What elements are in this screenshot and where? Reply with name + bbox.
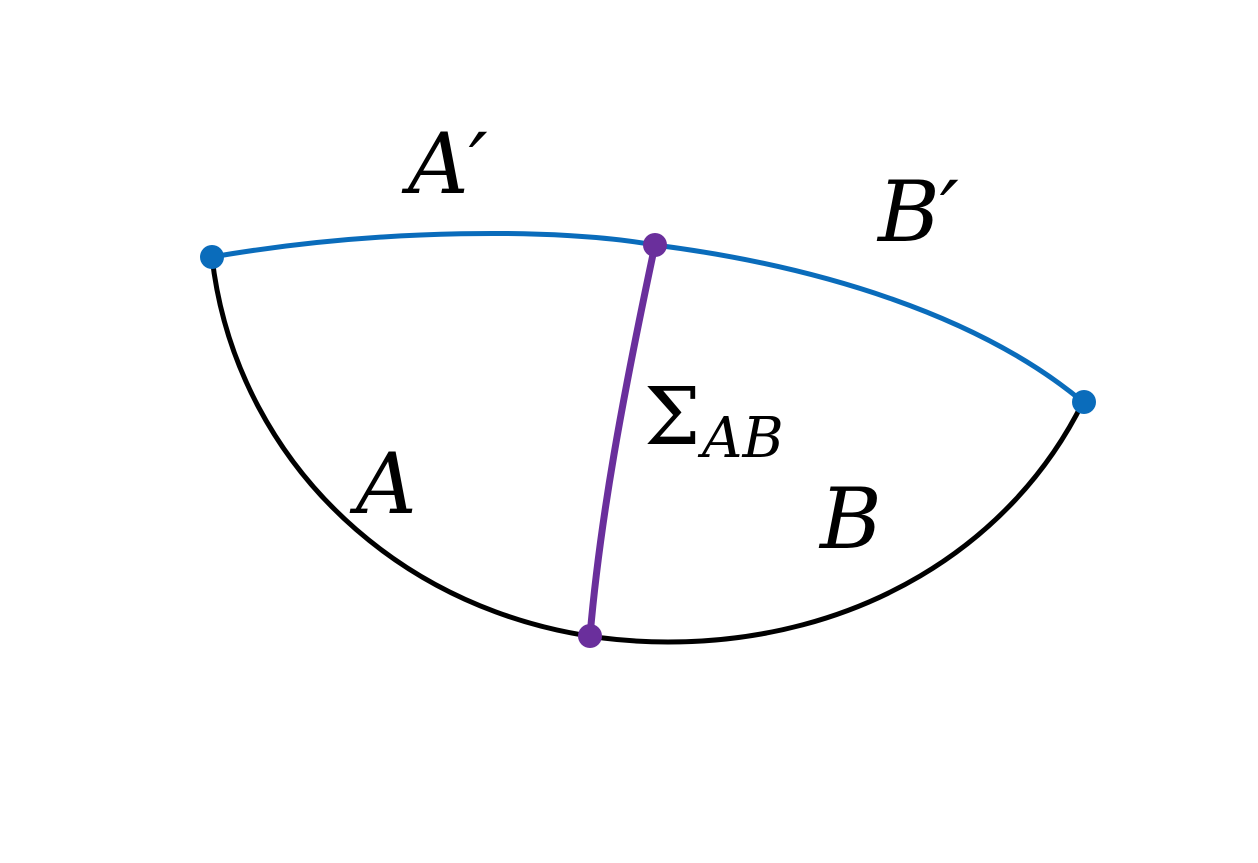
- left-endpoint: [200, 245, 224, 269]
- sigma-top-endpoint: [643, 233, 667, 257]
- label-b: B: [818, 470, 882, 568]
- label-a-prime: A′: [401, 115, 488, 213]
- sigma-symbol: Σ: [644, 370, 701, 463]
- sigma-bottom-endpoint: [578, 624, 602, 648]
- label-a: A: [349, 435, 417, 533]
- label-sigma-ab: Σ AB: [644, 370, 784, 471]
- sigma-subscript: AB: [697, 406, 784, 471]
- right-endpoint: [1072, 390, 1096, 414]
- bulk-curve: [209, 254, 1086, 645]
- label-b-prime: B′: [876, 163, 959, 261]
- sigma-ab-surface: [586, 241, 659, 640]
